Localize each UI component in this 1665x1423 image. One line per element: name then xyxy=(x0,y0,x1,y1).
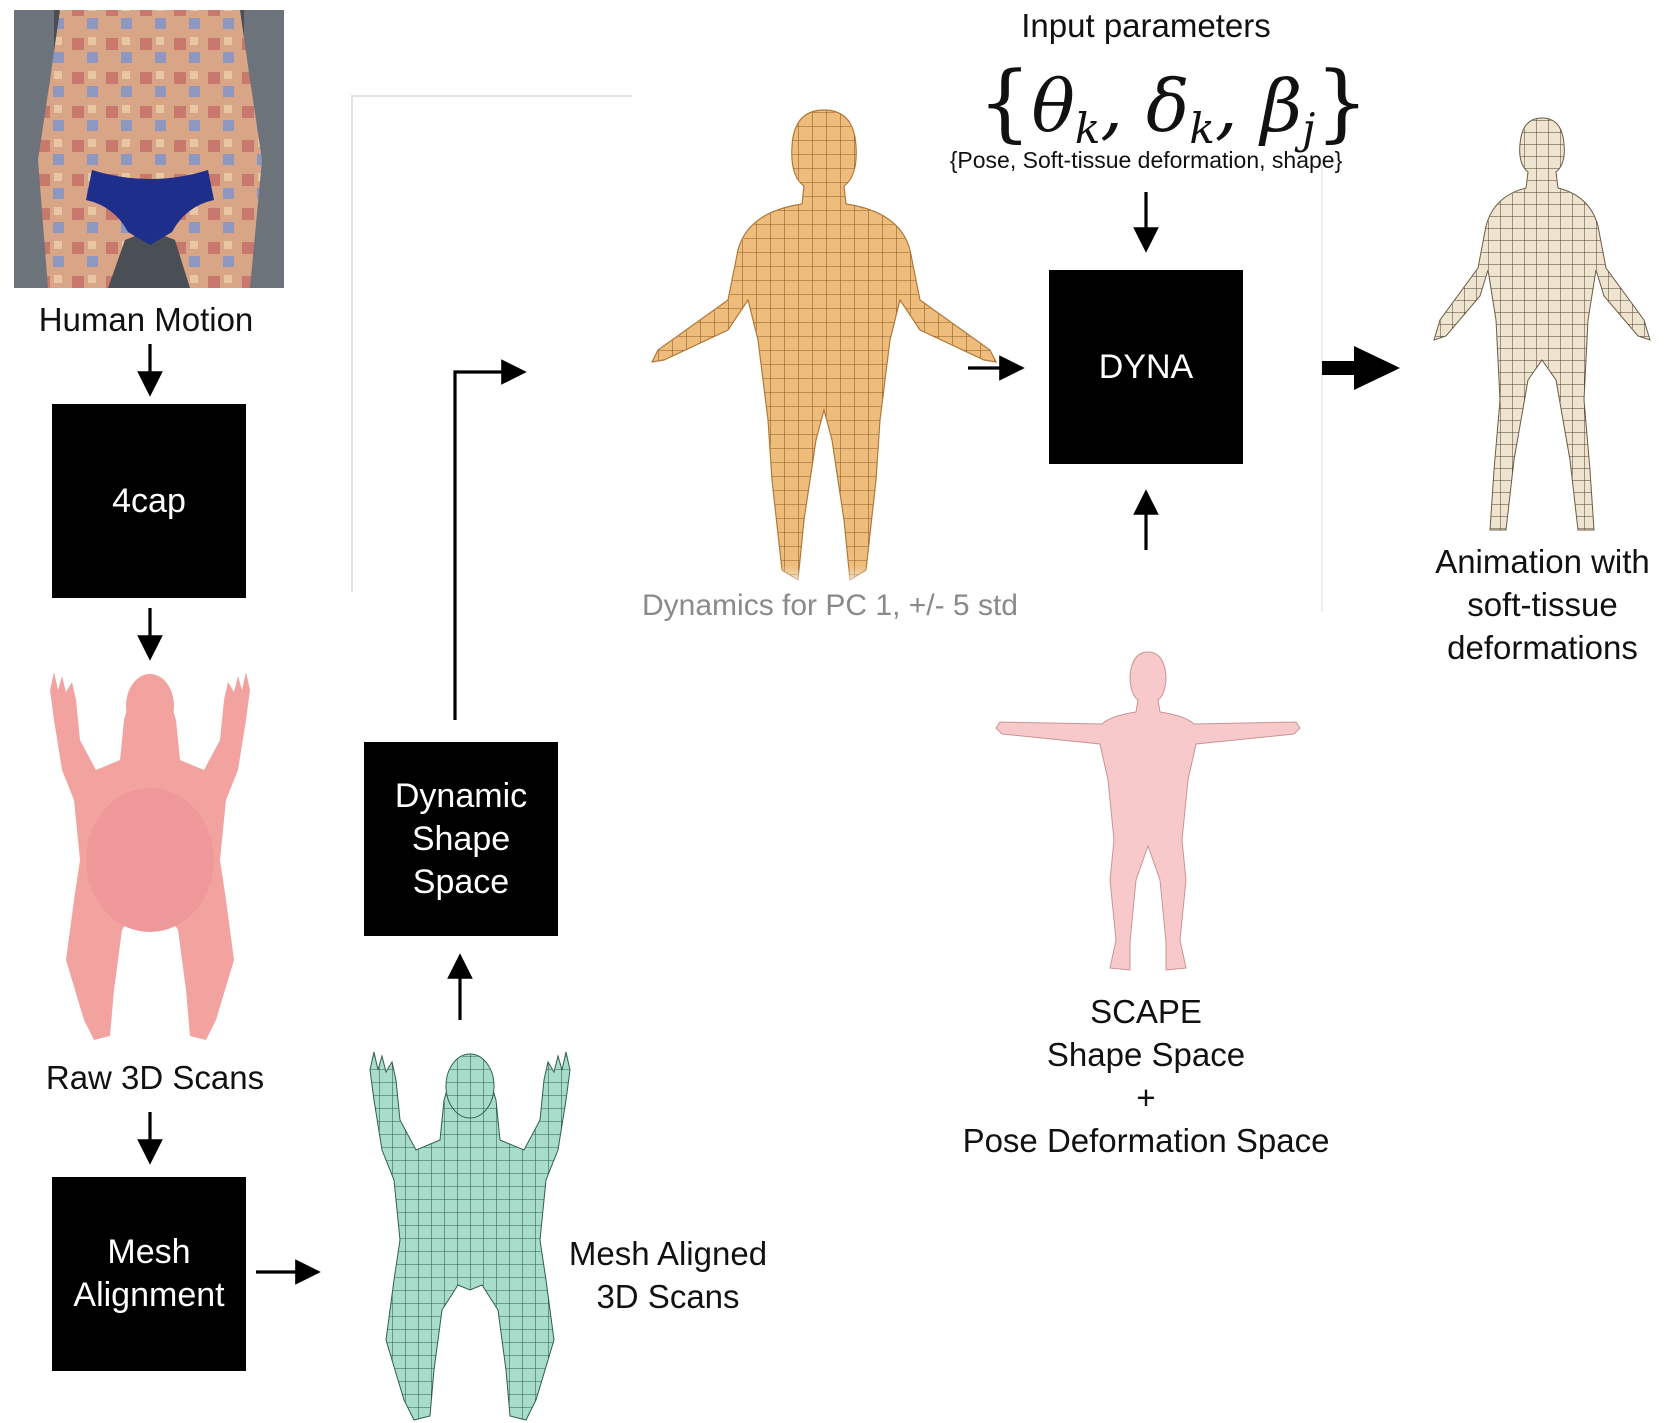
box-4cap-label: 4cap xyxy=(112,481,186,520)
formula-open-brace: { xyxy=(978,53,1032,151)
formula-beta: β xyxy=(1260,64,1303,148)
human-motion-photo xyxy=(14,10,284,288)
label-input-parameters: Input parameters xyxy=(1021,7,1271,44)
dynamics-figure xyxy=(640,109,1020,590)
mesh-aligned-figure xyxy=(369,1051,571,1421)
label-scape-line3: + xyxy=(1136,1079,1156,1116)
label-animation-line1: Animation with xyxy=(1435,543,1650,580)
label-raw-scans: Raw 3D Scans xyxy=(45,1059,265,1096)
label-param-description: {Pose, Soft-tissue deformation, shape} xyxy=(949,147,1343,173)
box-dynamic-line3: Space xyxy=(412,862,510,901)
formula-theta: θ xyxy=(1031,64,1075,148)
label-mesh-aligned-line1: Mesh Aligned xyxy=(568,1235,768,1272)
arrow-dyna-to-animation xyxy=(1322,346,1400,390)
formula-theta-sub: k xyxy=(1074,104,1101,153)
box-mesh-alignment-line1: Mesh xyxy=(107,1233,191,1271)
box-dynamic-line1: Dynamic xyxy=(394,776,528,815)
arrows xyxy=(137,192,1159,1285)
label-animation: Animation with soft-tissue deformations xyxy=(1420,540,1665,669)
box-mesh-alignment: Mesh Alignment xyxy=(52,1177,246,1371)
box-dynamic-line2: Shape xyxy=(411,819,511,858)
formula-beta-sub: j xyxy=(1302,104,1316,153)
formula-delta-sub: k xyxy=(1189,104,1215,153)
box-dyna: DYNA xyxy=(1049,270,1243,464)
label-scape-line1: SCAPE xyxy=(1090,993,1202,1030)
label-mesh-aligned-line2: 3D Scans xyxy=(596,1278,740,1315)
label-scape-line2: Shape Space xyxy=(1046,1036,1246,1073)
label-dynamics-caption: Dynamics for PC 1, +/- 5 std xyxy=(642,589,1018,622)
label-animation-line2: soft-tissue xyxy=(1467,586,1618,623)
box-dynamic-shape-space: Dynamic Shape Space xyxy=(364,742,558,936)
raw-scan-figure xyxy=(50,672,250,1040)
box-4cap: 4cap xyxy=(52,404,246,598)
scape-figure xyxy=(995,651,1301,971)
formula-delta: δ xyxy=(1146,64,1190,148)
animation-figure xyxy=(1433,117,1651,531)
label-human-motion: Human Motion xyxy=(38,301,254,338)
label-scape: SCAPE Shape Space + Pose Deformation Spa… xyxy=(936,990,1356,1162)
formula-close-brace: } xyxy=(1315,53,1369,151)
parameter-formula: {θk, δk, βj} xyxy=(978,53,1369,153)
arrow-dynamic-space-to-dynamics xyxy=(453,359,527,720)
label-scape-line4: Pose Deformation Space xyxy=(962,1122,1330,1159)
label-mesh-aligned: Mesh Aligned 3D Scans xyxy=(548,1232,788,1318)
box-mesh-alignment-line2: Alignment xyxy=(73,1276,225,1314)
label-animation-line3: deformations xyxy=(1447,629,1638,666)
box-dyna-label: DYNA xyxy=(1098,347,1194,386)
